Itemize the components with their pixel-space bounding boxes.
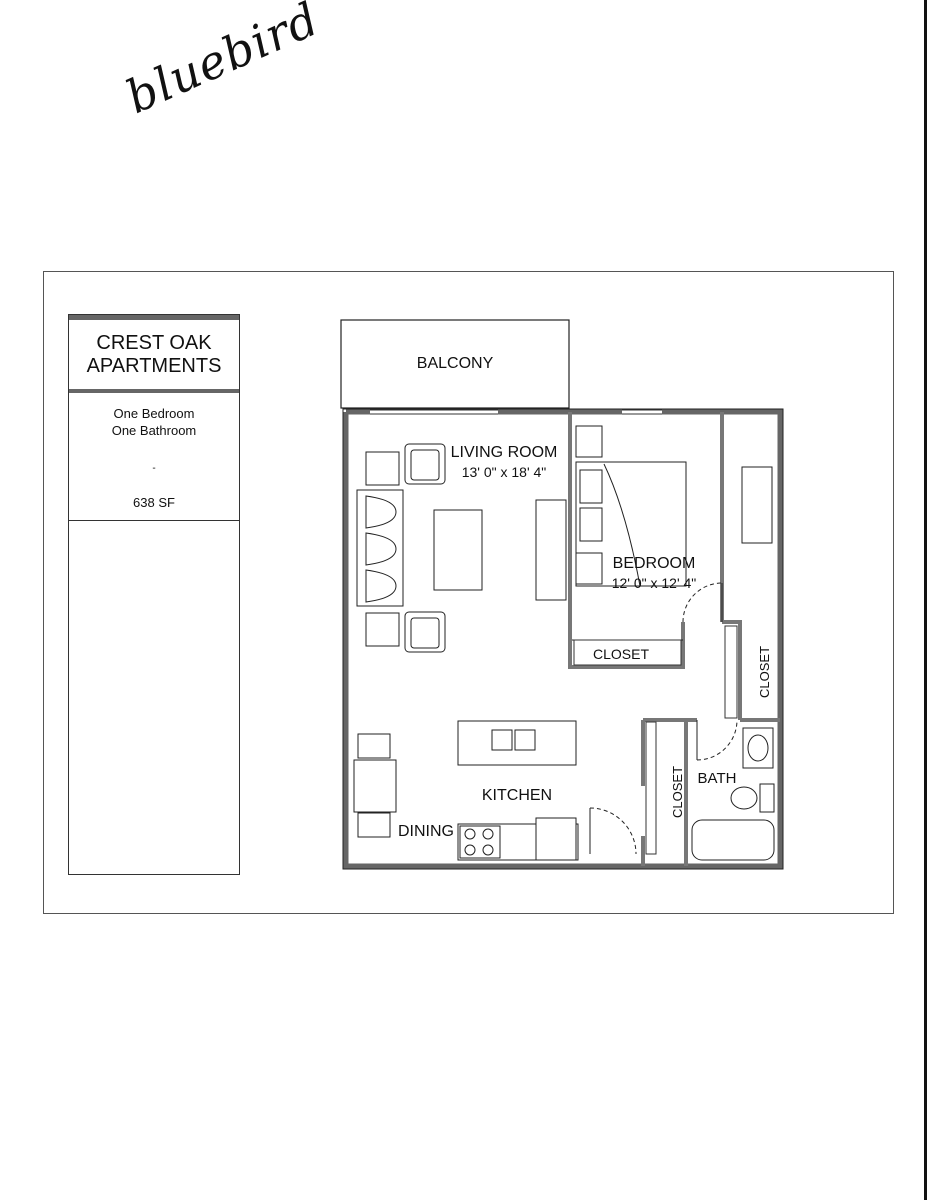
bedroom-closet-box (573, 639, 682, 666)
bath-label: BATH (698, 770, 737, 787)
living-room-label: LIVING ROOM (451, 444, 558, 461)
bedroom-dimensions: 12' 0" x 12' 4" (612, 575, 697, 591)
info-panel: CREST OAK APARTMENTS One Bedroom One Bat… (68, 314, 240, 875)
kitchen-label: KITCHEN (482, 787, 552, 804)
hall-closet-door (724, 625, 738, 719)
doors (589, 583, 723, 854)
title-line-2: APARTMENTS (86, 354, 222, 377)
sheet-frame (43, 271, 894, 914)
bedroom-furniture (575, 425, 773, 587)
hall-closet-label: CLOSET (757, 646, 772, 698)
unit-details: One Bedroom One Bathroom - 638 SF (69, 393, 239, 521)
title-line-1: CREST OAK (96, 331, 212, 354)
page-edge-line (924, 0, 927, 1200)
unit-area: 638 SF (133, 495, 175, 510)
dining-label: DINING (398, 823, 454, 840)
balcony-label: BALCONY (417, 355, 494, 372)
balcony-area (340, 319, 570, 409)
bedroom-closet-label: CLOSET (593, 646, 649, 662)
bedroom-label: BEDROOM (613, 555, 696, 572)
living-furniture (356, 443, 567, 653)
bath-fixtures (691, 727, 775, 861)
kitchen-furniture (353, 720, 579, 861)
exterior-walls (343, 409, 783, 869)
unit-type-bathroom: One Bathroom (111, 423, 197, 438)
separator-mark: - (152, 463, 156, 474)
bath-closet-door (645, 721, 657, 855)
property-title: CREST OAK APARTMENTS (69, 315, 239, 393)
door-swings (589, 582, 738, 855)
unit-type-bedroom: One Bedroom (113, 406, 195, 421)
top-windows (370, 409, 662, 415)
bath-closet-label: CLOSET (670, 766, 685, 818)
living-room-dimensions: 13' 0" x 18' 4" (462, 464, 547, 480)
